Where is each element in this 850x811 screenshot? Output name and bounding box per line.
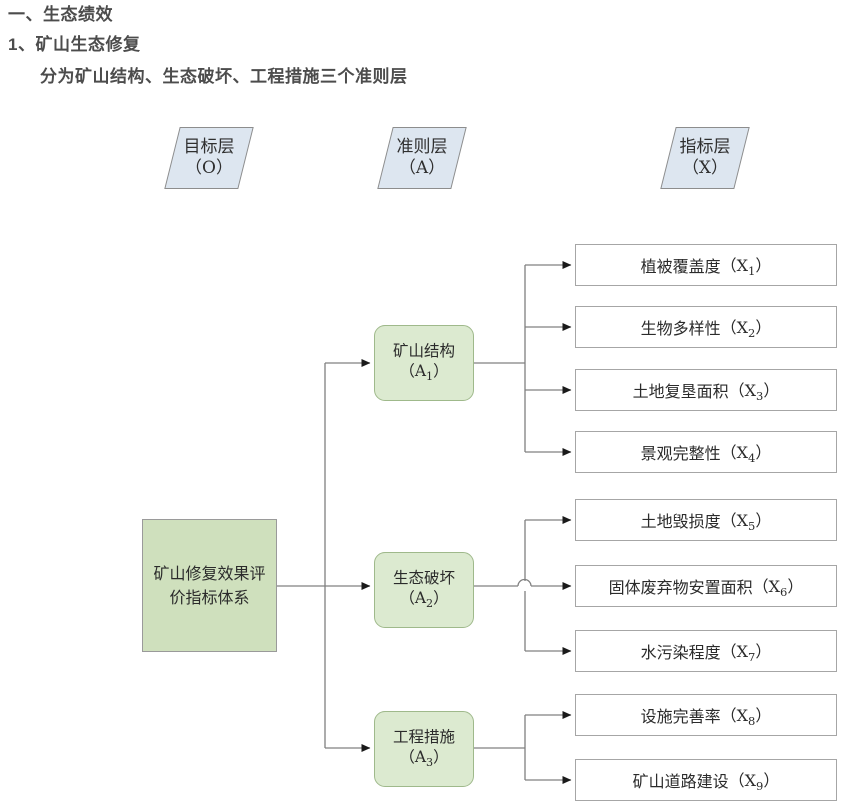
indicator-node-x4-label: 景观完整性 [640,444,721,463]
layer-tag-indicator-title: 指标层 [679,136,731,157]
criterion-node-a3: 工程措施 （A3） [374,711,474,787]
indicator-node-x7-label: 水污染程度 [640,643,721,662]
indicator-node-x3: 土地复垦面积（X3） [575,369,837,411]
criterion-node-a2: 生态破坏 （A2） [374,552,474,628]
indicator-node-x9: 矿山道路建设（X9） [575,759,837,801]
indicator-node-x4-code: （X4） [720,442,772,466]
indicator-node-x5-code: （X5） [720,510,772,534]
criterion-node-a1: 矿山结构 （A1） [374,325,474,401]
indicator-node-x8-code: （X8） [720,705,772,729]
criterion-node-a2-code: （A2） [399,589,449,611]
goal-node: 矿山修复效果评价指标体系 [142,519,277,652]
indicator-node-x6: 固体废弃物安置面积（X6） [575,565,837,607]
layer-tag-indicator: 指标层 （X） [660,127,750,189]
criterion-node-a1-label: 矿山结构 [392,342,455,361]
layer-tag-criterion-code: （A） [398,158,446,178]
indicator-node-x7: 水污染程度（X7） [575,630,837,672]
indicator-node-x5: 土地毁损度（X5） [575,499,837,541]
goal-node-label: 矿山修复效果评价指标体系 [153,563,266,607]
indicator-node-x1-label: 植被覆盖度 [640,257,721,276]
indicator-node-x2-label: 生物多样性 [640,319,721,338]
heading-section-title: 一、生态绩效 [8,5,113,24]
indicator-node-x5-label: 土地毁损度 [640,512,721,531]
indicator-node-x1-code: （X1） [720,255,772,279]
layer-tag-criterion-title: 准则层 [396,136,448,157]
indicator-node-x2-code: （X2） [720,317,772,341]
indicator-node-x9-label: 矿山道路建设 [632,772,729,791]
indicator-node-x6-code: （X6） [752,576,804,600]
indicator-node-x3-code: （X3） [728,380,780,404]
indicator-node-x2: 生物多样性（X2） [575,306,837,348]
layer-tag-indicator-code: （X） [681,158,729,178]
indicator-node-x6-label: 固体废弃物安置面积 [608,578,753,597]
criterion-node-a3-label: 工程措施 [392,728,455,747]
indicator-node-x7-code: （X7） [720,641,772,665]
layer-tag-goal: 目标层 （O） [164,127,254,189]
layer-tag-goal-title: 目标层 [183,136,235,157]
criterion-node-a2-label: 生态破坏 [392,569,455,588]
indicator-node-x8-label: 设施完善率 [640,707,721,726]
indicator-node-x9-code: （X9） [728,770,780,794]
criterion-node-a1-code: （A1） [399,362,449,384]
criterion-node-a3-code: （A3） [399,748,449,770]
indicator-node-x8: 设施完善率（X8） [575,694,837,736]
heading-description: 分为矿山结构、生态破坏、工程措施三个准则层 [40,67,408,86]
heading-subsection-title: 1、矿山生态修复 [8,35,141,54]
indicator-node-x1: 植被覆盖度（X1） [575,244,837,286]
wire-a2-line-hop [517,578,532,587]
layer-tag-criterion: 准则层 （A） [377,127,467,189]
layer-tag-goal-code: （O） [185,158,233,178]
indicator-node-x3-label: 土地复垦面积 [632,382,729,401]
indicator-node-x4: 景观完整性（X4） [575,431,837,473]
